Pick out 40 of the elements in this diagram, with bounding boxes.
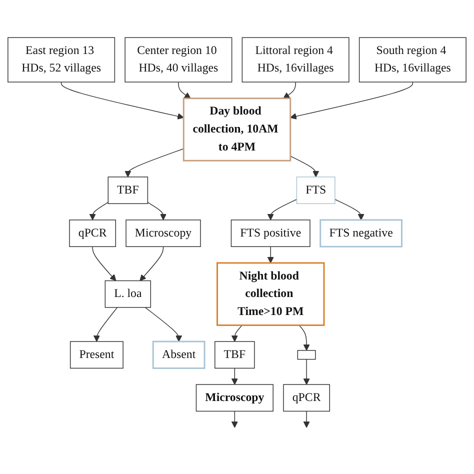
node-box: FTS (296, 176, 336, 204)
node-box: Center region 10 HDs, 40 villages (124, 37, 232, 82)
arrow (93, 307, 118, 342)
arrow (89, 202, 108, 220)
arrow (144, 307, 182, 342)
arrow (334, 199, 364, 220)
node-box: TBF (214, 341, 255, 369)
arrow (231, 410, 238, 428)
node-box: East region 13 HDs, 52 villages (8, 37, 116, 82)
arrow (290, 156, 320, 178)
node-box: qPCR (283, 384, 330, 412)
node-box: Microscopy (126, 220, 201, 247)
node-box: TBF (108, 176, 148, 204)
node-box: L. loa (104, 280, 152, 308)
node-box: qPCR (69, 220, 116, 247)
arrow (303, 358, 310, 385)
arrow (290, 82, 414, 120)
arrow (140, 246, 164, 282)
node-box (297, 350, 316, 360)
node-box: Absent (152, 340, 206, 369)
arrow (298, 324, 310, 351)
arrow (231, 324, 242, 342)
node-box: Present (70, 341, 124, 369)
arrow (124, 148, 184, 178)
arrow (231, 368, 238, 385)
arrow (60, 82, 184, 120)
node-box: Littoral region 4 HDs, 16villages (242, 37, 350, 82)
node-box: FTS positive (230, 220, 310, 247)
node-box: Night blood collection Time>10 PM (216, 262, 325, 326)
node-box: Microscopy (196, 384, 274, 412)
arrow (283, 82, 296, 99)
node-box: South region 4 HDs, 16villages (358, 37, 466, 82)
arrow (178, 82, 191, 99)
arrow (303, 410, 310, 428)
arrow (147, 202, 167, 220)
arrow (267, 246, 274, 264)
node-box: FTS negative (320, 219, 402, 248)
arrow (267, 199, 298, 220)
arrow (92, 246, 116, 282)
node-box: Day blood collection, 10AM to 4PM (182, 98, 292, 162)
